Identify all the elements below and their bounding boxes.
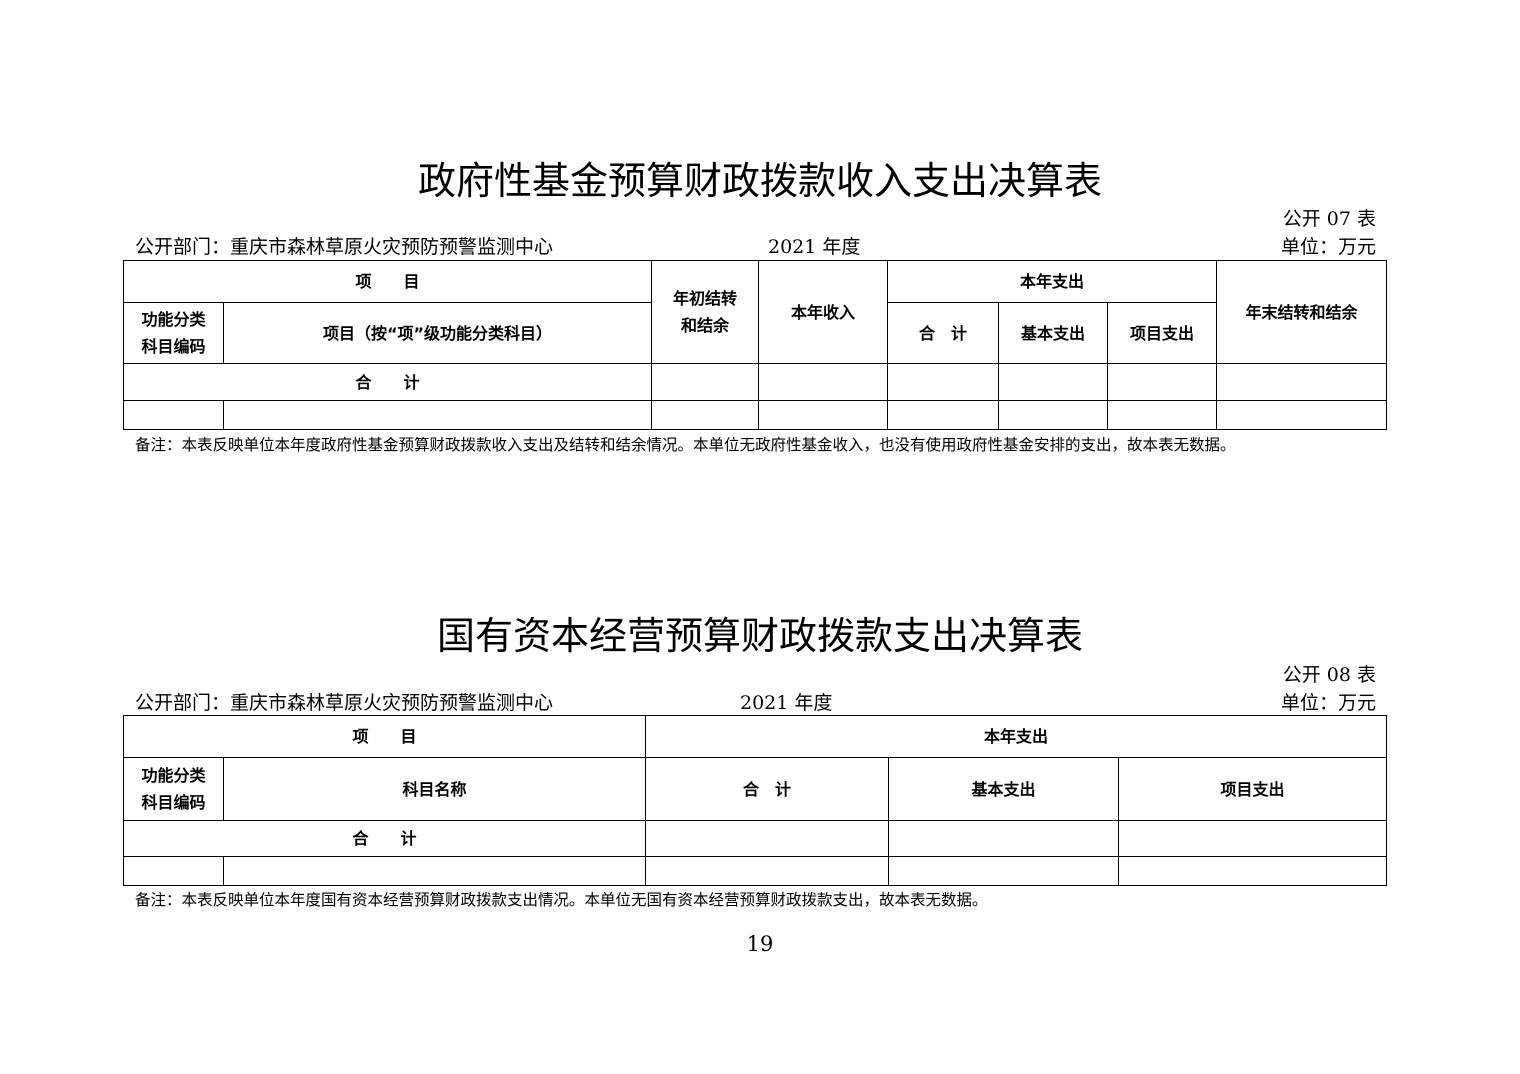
cell — [123, 856, 224, 886]
cell — [758, 363, 889, 401]
cell — [888, 856, 1120, 886]
cell — [758, 400, 889, 430]
header-code: 功能分类科目编码 — [123, 302, 224, 364]
cell — [888, 820, 1120, 857]
table07-unit: 单位：万元 — [1280, 236, 1376, 258]
header-project: 项目支出 — [1118, 757, 1388, 821]
header-item-name: 项目（按“项”级功能分类科目） — [222, 302, 653, 364]
cell — [222, 400, 653, 430]
header-basic: 基本支出 — [998, 302, 1109, 364]
cell — [123, 400, 224, 430]
header-expense: 本年支出 — [645, 715, 1388, 758]
table07-number: 公开 07 表 — [1282, 208, 1376, 230]
table07-title: 政府性基金预算财政拨款收入支出决算表 — [417, 159, 1102, 203]
cell — [1118, 856, 1388, 886]
header-item: 项 目 — [122, 715, 647, 758]
cell — [998, 400, 1109, 430]
table07-note: 备注：本表反映单位本年度政府性基金预算财政拨款收入支出及结转和结余情况。本单位无… — [135, 436, 1236, 454]
header-basic: 基本支出 — [888, 757, 1120, 821]
table08-year: 2021 年度 — [740, 692, 833, 714]
table07-department: 公开部门：重庆市森林草原火灾预防预警监测中心 — [135, 236, 554, 258]
header-total: 合 计 — [887, 302, 1000, 364]
cell — [1107, 363, 1218, 401]
table08-department: 公开部门：重庆市森林草原火灾预防预警监测中心 — [135, 692, 554, 714]
table07-year: 2021 年度 — [768, 236, 861, 258]
cell — [1107, 400, 1218, 430]
cell — [887, 363, 1000, 401]
table08-title: 国有资本经营预算财政拨款支出决算表 — [436, 614, 1083, 658]
header-item: 项 目 — [122, 260, 653, 303]
header-code: 功能分类科目编码 — [123, 757, 224, 821]
cell — [1216, 363, 1388, 401]
total-row-label: 合 计 — [122, 820, 647, 857]
table08: 项 目 本年支出 功能分类科目编码 科目名称 合 计 基本支出 项目支出 合 计 — [122, 715, 1388, 886]
table07: 项 目 年初结转和结余 本年收入 本年支出 年末结转和结余 功能分类科目编码 项… — [122, 260, 1388, 430]
header-subject: 科目名称 — [222, 757, 647, 821]
total-row-label: 合 计 — [122, 363, 653, 401]
cell — [998, 363, 1109, 401]
header-income: 本年收入 — [758, 260, 889, 364]
header-carry-end: 年末结转和结余 — [1216, 260, 1388, 364]
page-number: 19 — [746, 932, 774, 956]
header-carry-begin: 年初结转和结余 — [651, 260, 760, 364]
table08-number: 公开 08 表 — [1282, 664, 1376, 686]
table08-note: 备注：本表反映单位本年度国有资本经营预算财政拨款支出情况。本单位无国有资本经营预… — [135, 891, 988, 909]
cell — [651, 363, 760, 401]
cell — [645, 820, 890, 857]
header-expense: 本年支出 — [887, 260, 1218, 303]
cell — [651, 400, 760, 430]
header-total: 合 计 — [645, 757, 890, 821]
cell — [887, 400, 1000, 430]
cell — [645, 856, 890, 886]
cell — [1216, 400, 1388, 430]
cell — [1118, 820, 1388, 857]
header-project: 项目支出 — [1107, 302, 1218, 364]
table08-unit: 单位：万元 — [1280, 692, 1376, 714]
cell — [222, 856, 647, 886]
